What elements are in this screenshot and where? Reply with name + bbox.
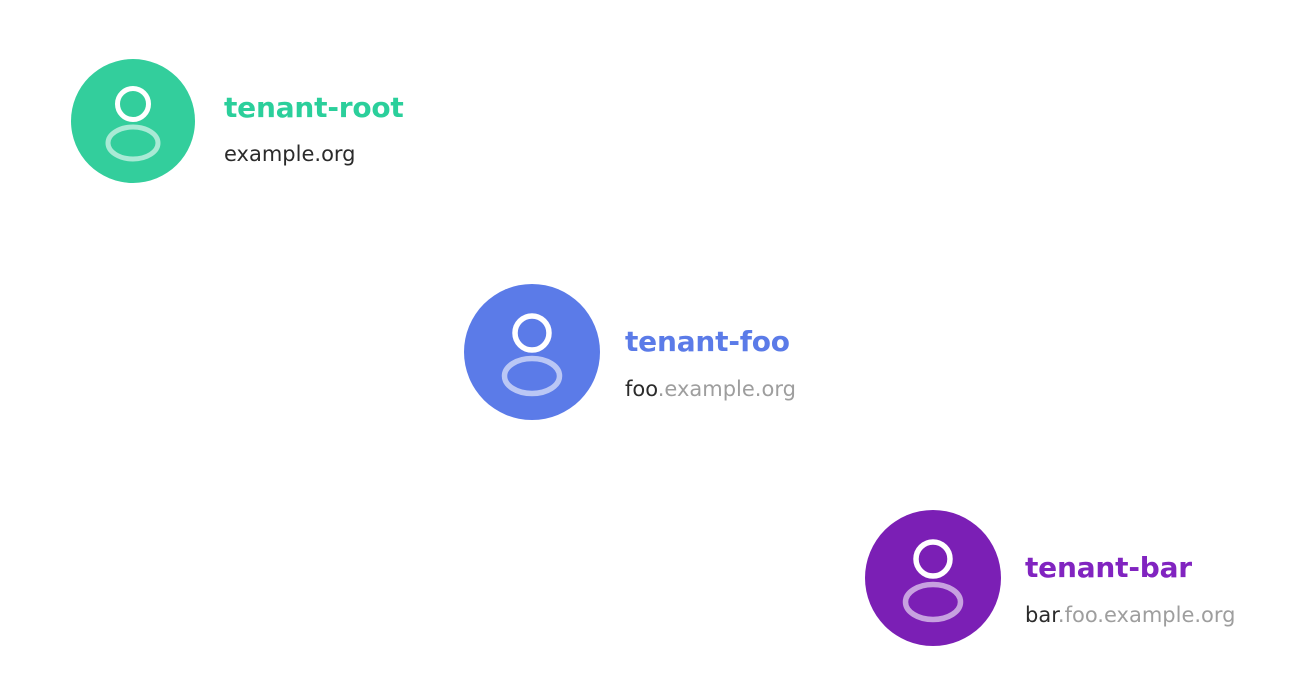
tenant-label-group: tenant-foo foo.example.org — [625, 284, 796, 420]
tenant-node-foo[interactable]: tenant-foo foo.example.org — [464, 284, 796, 420]
tenant-node-root[interactable]: tenant-root example.org — [71, 59, 404, 183]
tenant-domain: foo.example.org — [625, 377, 796, 402]
tenant-node-bar[interactable]: tenant-bar bar.foo.example.org — [865, 510, 1235, 646]
tenant-domain-prefix: example.org — [224, 142, 356, 167]
tenant-domain-prefix: bar — [1025, 602, 1058, 627]
edge-root-to-foo — [131, 188, 464, 355]
tenant-label-group: tenant-bar bar.foo.example.org — [1025, 510, 1235, 646]
tenant-title: tenant-bar — [1025, 551, 1192, 584]
tenant-title: tenant-foo — [625, 325, 790, 358]
user-avatar-icon — [71, 59, 195, 183]
tenant-label-group: tenant-root example.org — [224, 59, 404, 183]
tenant-domain-prefix: foo — [625, 376, 658, 401]
tenant-domain: example.org — [224, 142, 404, 167]
user-avatar-icon — [464, 284, 600, 420]
edge-foo-to-bar — [530, 424, 865, 581]
user-avatar-icon — [865, 510, 1001, 646]
tenant-domain: bar.foo.example.org — [1025, 603, 1235, 628]
tenant-title: tenant-root — [224, 90, 404, 124]
tenant-domain-suffix: .foo.example.org — [1057, 602, 1236, 627]
tenant-domain-suffix: .example.org — [657, 376, 796, 401]
